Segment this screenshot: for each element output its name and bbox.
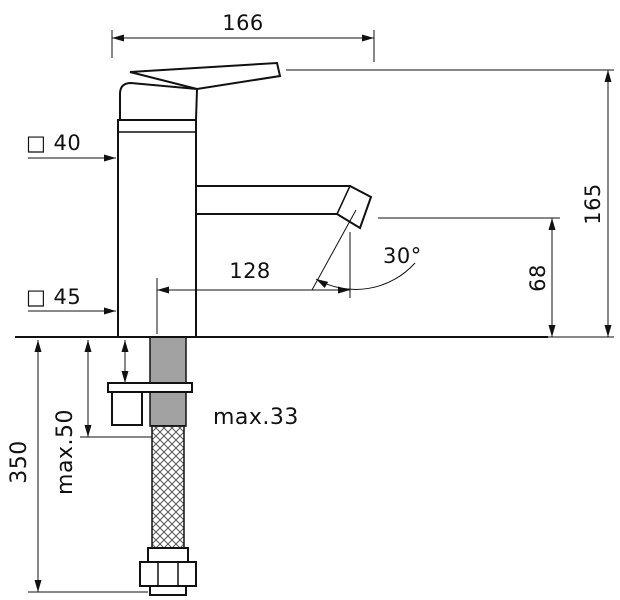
dim-max-deck-thickness: max.33 — [121, 340, 299, 430]
mounting-nut — [111, 391, 143, 426]
faucet-outline — [15, 61, 548, 596]
hose-collar — [147, 547, 189, 563]
clamp-washer — [107, 382, 193, 393]
dim-overall-height-label: 165 — [581, 183, 605, 225]
faucet-aerator-line — [336, 185, 351, 215]
faucet-handle-cap — [119, 81, 199, 121]
dim-hose-length: 350 — [7, 340, 148, 593]
dim-max-clamp-range: max.50 — [53, 340, 152, 495]
faucet-handle-lever — [129, 61, 282, 91]
dim-aerator-angle: 30° — [311, 209, 422, 291]
dim-aerator-angle-label: 30° — [383, 244, 422, 268]
dimension-annotations: 166 165 □ 40 □ 45 — [7, 11, 614, 593]
faucet-spout — [195, 185, 373, 230]
dim-handle-section: □ 40 — [26, 131, 116, 162]
dim-base-section: □ 45 — [26, 285, 116, 315]
threaded-shank — [149, 336, 187, 427]
dim-max-clamp-range-label: max.50 — [53, 409, 78, 495]
angle-reference-line — [311, 209, 357, 291]
flex-hose — [151, 425, 185, 549]
angle-arc — [315, 262, 416, 290]
dim-base-section-label: □ 45 — [26, 285, 81, 309]
dim-overall-length-label: 166 — [222, 11, 264, 35]
dim-spout-reach-label: 128 — [229, 259, 271, 283]
hose-end-tip — [149, 585, 187, 596]
dim-overall-height: 165 — [286, 69, 614, 338]
dim-spout-height: 68 — [378, 217, 560, 337]
hose-end-nut — [139, 561, 197, 587]
dim-max-deck-thickness-label: max.33 — [213, 405, 299, 430]
dim-spout-height-label: 68 — [526, 264, 550, 292]
dim-spout-reach: 128 — [156, 232, 351, 334]
dim-overall-length: 166 — [111, 11, 375, 62]
dim-handle-section-label: □ 40 — [26, 131, 81, 155]
dim-hose-length-label: 350 — [7, 440, 32, 484]
